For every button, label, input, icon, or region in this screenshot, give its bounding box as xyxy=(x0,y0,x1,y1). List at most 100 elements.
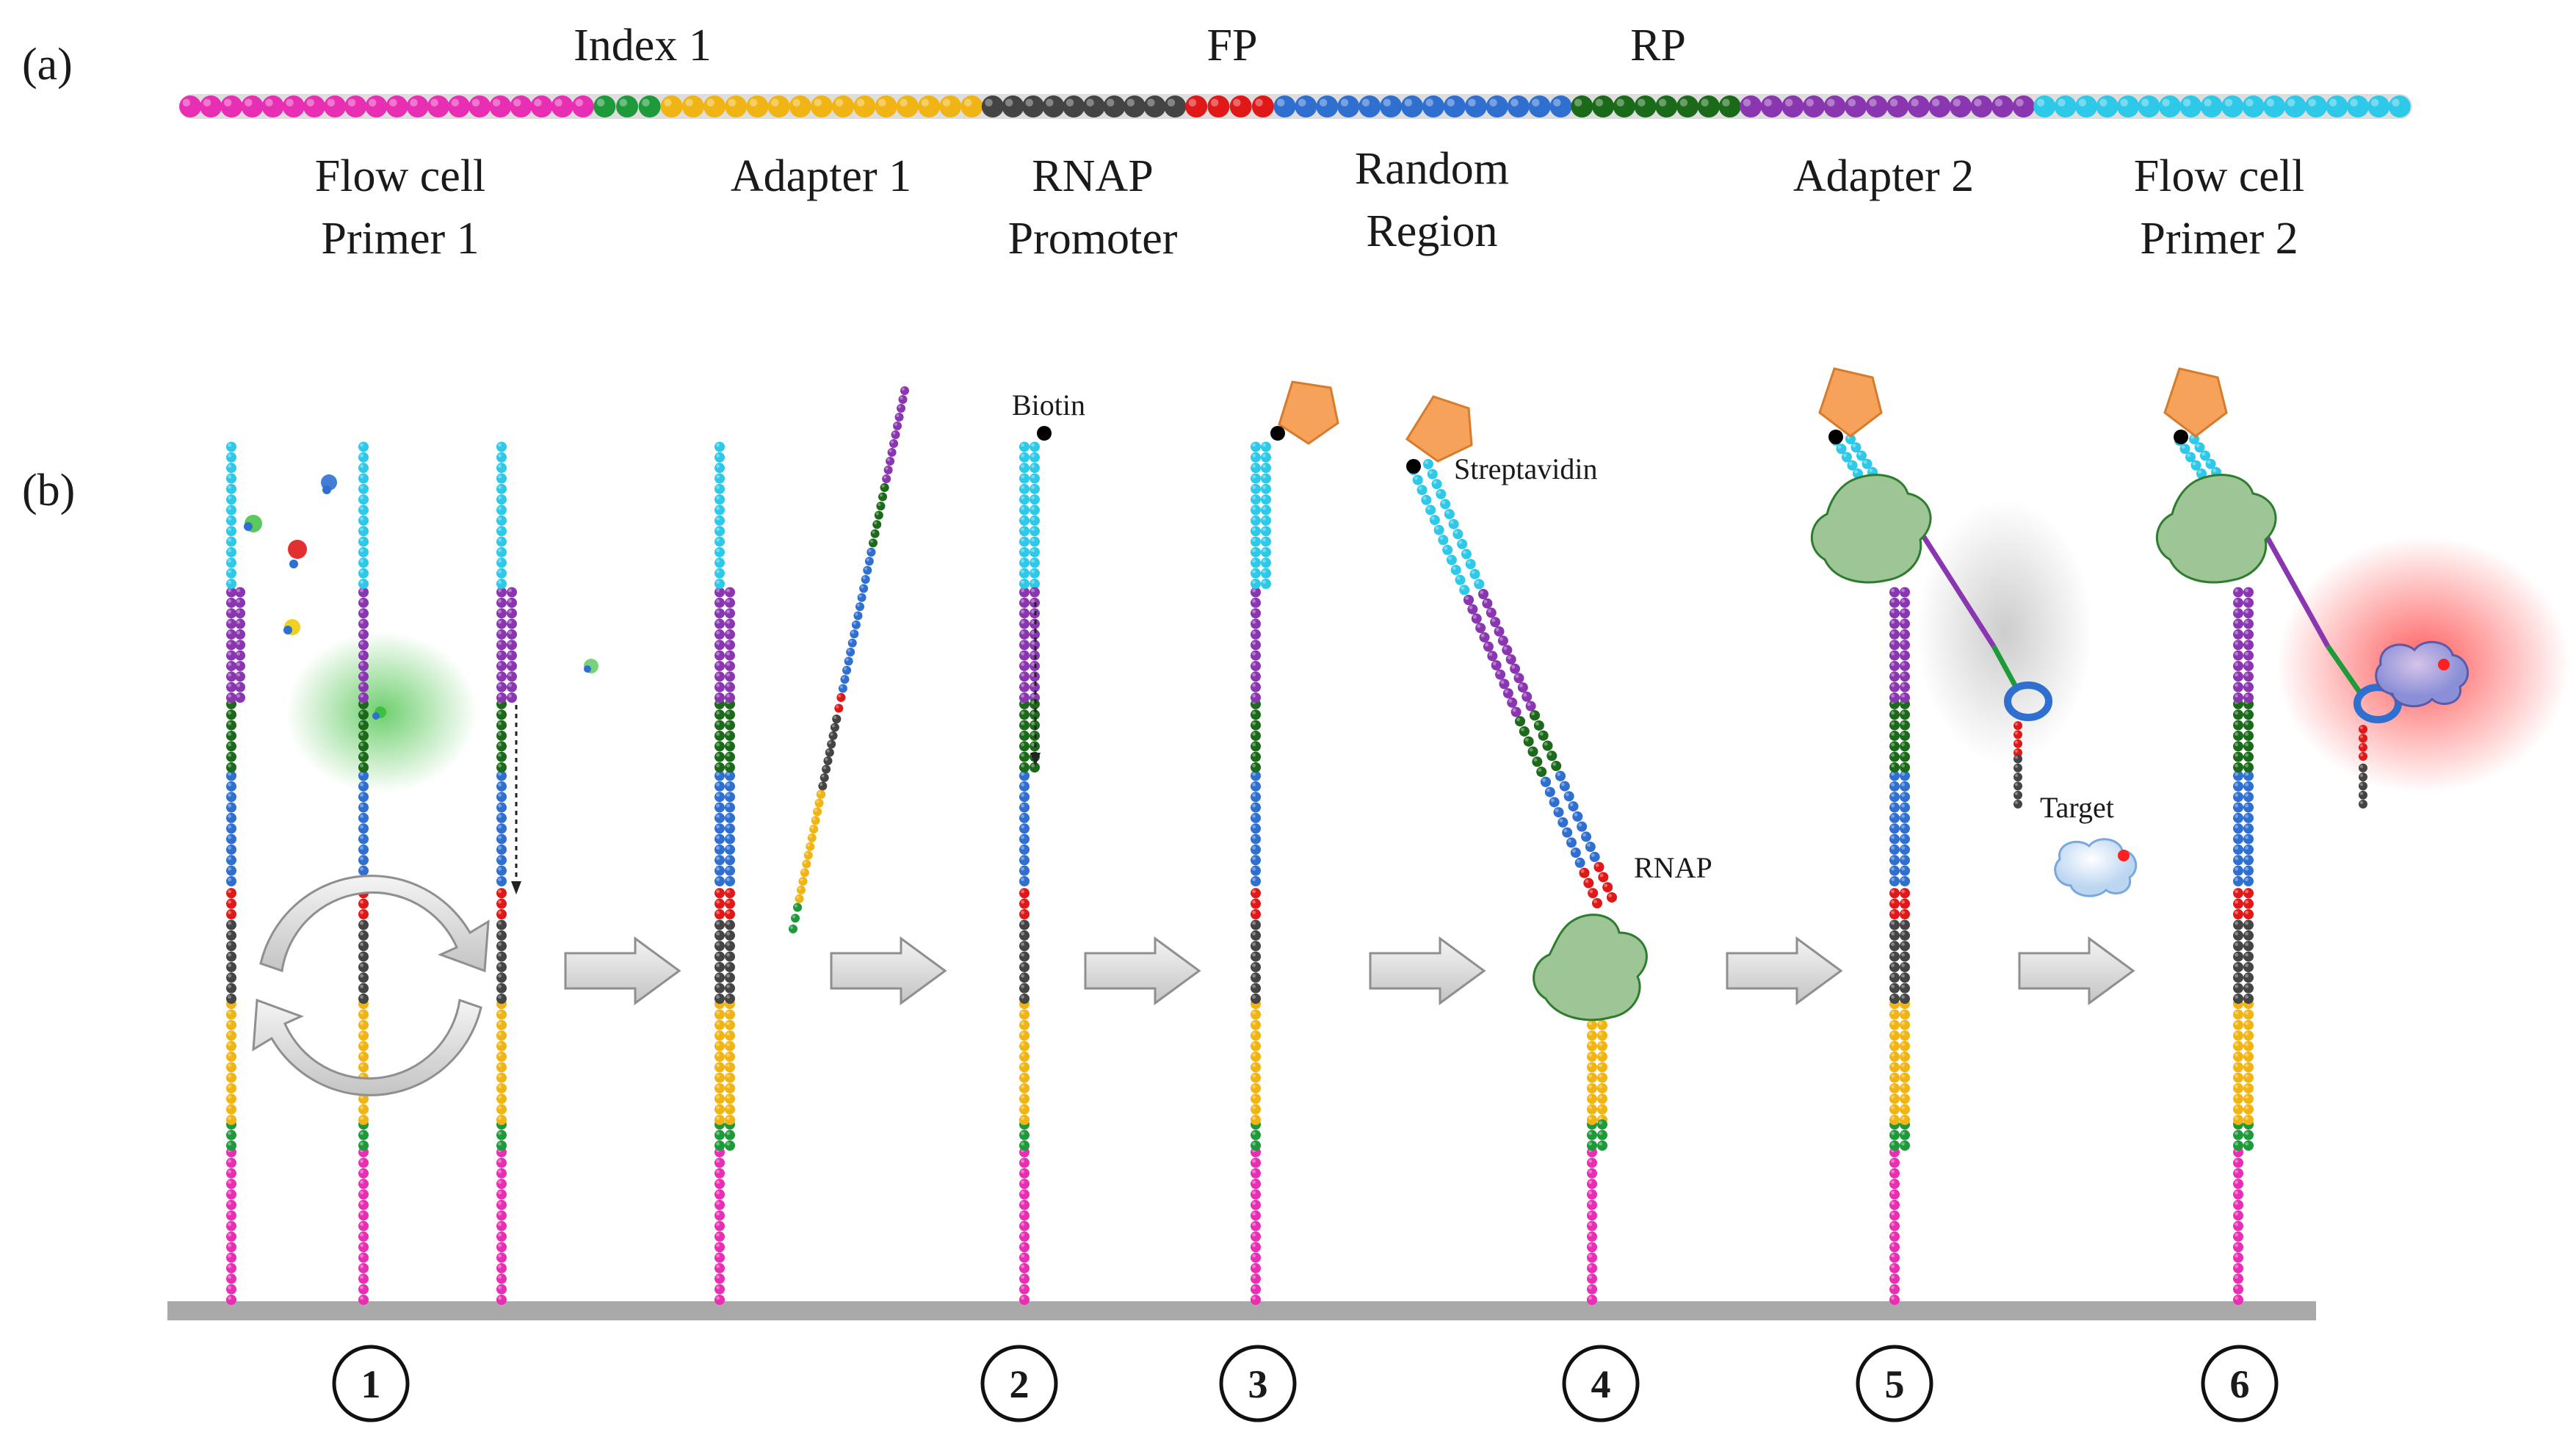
bead-adapter-2-shine xyxy=(1021,610,1025,614)
bead-flow-cell-primer-1-shine xyxy=(1588,1201,1592,1205)
bead-rp-shine xyxy=(1544,742,1548,746)
bead-flow-cell-primer-1-shine xyxy=(1021,1222,1025,1226)
bead-random-region-shine xyxy=(726,782,730,786)
bead-flow-cell-primer-2 xyxy=(1251,546,1261,557)
bead-adapter-2 xyxy=(1507,697,1518,708)
bead-adapter-2 xyxy=(725,650,735,661)
bead-rnap-promoter xyxy=(830,723,839,732)
bead-flow-cell-primer-1 xyxy=(1019,1252,1030,1263)
bead-flow-cell-primer-2-shine xyxy=(1262,549,1267,552)
bead-rnap-promoter-shine xyxy=(2235,921,2238,925)
bead-rp-shine xyxy=(1891,732,1895,736)
bead-flow-cell-primer-1 xyxy=(226,1252,236,1263)
bead-random-region xyxy=(1900,770,1910,781)
bead-rnap-promoter xyxy=(496,951,507,962)
bead-rnap-promoter-shine xyxy=(498,963,502,967)
bead-flow-cell-primer-2 xyxy=(496,526,507,537)
bead-adapter-1-shine xyxy=(2245,1042,2248,1046)
bead-flow-cell-primer-1 xyxy=(1251,1284,1261,1295)
bead-adapter-2-shine xyxy=(1495,627,1499,632)
bead-adapter-2-shine xyxy=(1487,609,1491,613)
bead-flow-cell-primer-1-shine xyxy=(716,1222,720,1226)
bead-random-region xyxy=(1401,95,1424,117)
bead-adapter-1-shine xyxy=(1891,1105,1895,1110)
bead-adapter-2 xyxy=(1900,587,1910,598)
bead-flow-cell-primer-1 xyxy=(427,95,449,117)
bead-adapter-1 xyxy=(2233,1062,2243,1073)
bead-flow-cell-primer-2-shine xyxy=(1031,569,1035,574)
bead-rnap-promoter-shine xyxy=(1021,932,1025,936)
bead-index-1 xyxy=(358,1140,369,1151)
bead-random-region-shine xyxy=(716,835,720,839)
step-number-label: 2 xyxy=(1010,1362,1030,1406)
bead-adapter-2-shine xyxy=(1891,588,1895,593)
bead-rp-shine xyxy=(1901,753,1905,757)
bead-flow-cell-primer-1-shine xyxy=(1021,1265,1025,1268)
bead-index-1 xyxy=(1251,1140,1261,1151)
bead-adapter-1-shine xyxy=(1901,1053,1905,1057)
bead-adapter-1 xyxy=(496,1104,507,1115)
bead-random-region-shine xyxy=(2235,772,2238,776)
bead-adapter-1 xyxy=(1587,1030,1597,1041)
bead-flow-cell-primer-2 xyxy=(496,568,507,579)
bead-fp-shine xyxy=(360,911,363,915)
bead-flow-cell-primer-1 xyxy=(358,1295,369,1305)
bead-index-1-shine xyxy=(619,98,627,106)
bead-fp xyxy=(2243,909,2254,919)
label-index-1: Index 1 xyxy=(574,21,712,70)
bead-flow-cell-primer-1-shine xyxy=(1891,1243,1895,1248)
bead-adapter-1 xyxy=(875,95,897,117)
bead-flow-cell-primer-2-shine xyxy=(716,453,720,458)
bead-flow-cell-primer-1-shine xyxy=(360,1243,363,1248)
bead-fp xyxy=(2243,898,2254,909)
bead-random-region xyxy=(1549,797,1560,808)
bead-adapter-2 xyxy=(1900,640,1910,651)
bead-rnap-promoter xyxy=(2233,941,2243,952)
bead-flow-cell-primer-1-shine xyxy=(1252,1169,1256,1173)
bead-adapter-2 xyxy=(1487,651,1498,662)
bead-random-region-shine xyxy=(726,803,730,808)
bead-adapter-2 xyxy=(1019,597,1030,608)
bead-rnap-promoter xyxy=(358,961,369,972)
bead-flow-cell-primer-1 xyxy=(2233,1231,2243,1242)
bead-flow-cell-primer-2 xyxy=(1469,568,1480,579)
bead-flow-cell-primer-1-shine xyxy=(451,98,460,106)
bead-flow-cell-primer-1 xyxy=(1889,1210,1900,1221)
bead-adapter-1-shine xyxy=(2245,1105,2248,1110)
bead-fp-shine xyxy=(228,911,231,915)
bead-adapter-2-shine xyxy=(1891,673,1895,677)
strand-step6 xyxy=(2233,587,2243,1305)
bead-adapter-2 xyxy=(1030,629,1040,640)
bead-adapter-1-shine xyxy=(1891,1063,1895,1068)
bead-rp xyxy=(1251,730,1261,741)
bead-rnap-promoter-shine xyxy=(716,932,720,936)
bead-random-region-shine xyxy=(1901,835,1905,839)
bead-flow-cell-primer-1-shine xyxy=(306,98,314,106)
bead-adapter-2-shine xyxy=(1931,98,1940,106)
bead-rp xyxy=(1889,762,1900,773)
bead-flow-cell-primer-1 xyxy=(1251,1220,1261,1232)
bead-flow-cell-primer-2-shine xyxy=(1471,570,1475,574)
bead-adapter-2-shine xyxy=(1021,641,1025,645)
bead-adapter-1 xyxy=(714,1051,725,1062)
bead-random-region xyxy=(496,802,507,813)
bead-rnap-promoter xyxy=(1019,930,1030,941)
bead-flow-cell-primer-1-shine xyxy=(360,1222,363,1226)
bead-adapter-2 xyxy=(1900,618,1910,629)
bead-adapter-2-shine xyxy=(508,651,512,656)
bead-flow-cell-primer-1 xyxy=(1587,1189,1597,1200)
bead-adapter-1-shine xyxy=(1599,1095,1602,1099)
bead-flow-cell-primer-2-shine xyxy=(1435,526,1439,530)
bead-adapter-1-shine xyxy=(498,1116,502,1121)
bead-rnap-promoter xyxy=(2243,983,2254,994)
bead-adapter-1-shine xyxy=(1891,1042,1895,1046)
bead-flow-cell-primer-2 xyxy=(1019,568,1030,579)
bead-flow-cell-primer-2-shine xyxy=(1252,443,1256,447)
bead-flow-cell-primer-1-shine xyxy=(360,1159,363,1163)
bead-adapter-1-shine xyxy=(1252,1116,1256,1121)
bead-random-region-shine xyxy=(1557,772,1560,776)
bead-flow-cell-primer-2 xyxy=(1465,559,1476,570)
bead-adapter-1-shine xyxy=(716,1074,720,1078)
bead-adapter-2 xyxy=(496,587,507,598)
bead-random-region-shine xyxy=(2245,846,2248,850)
